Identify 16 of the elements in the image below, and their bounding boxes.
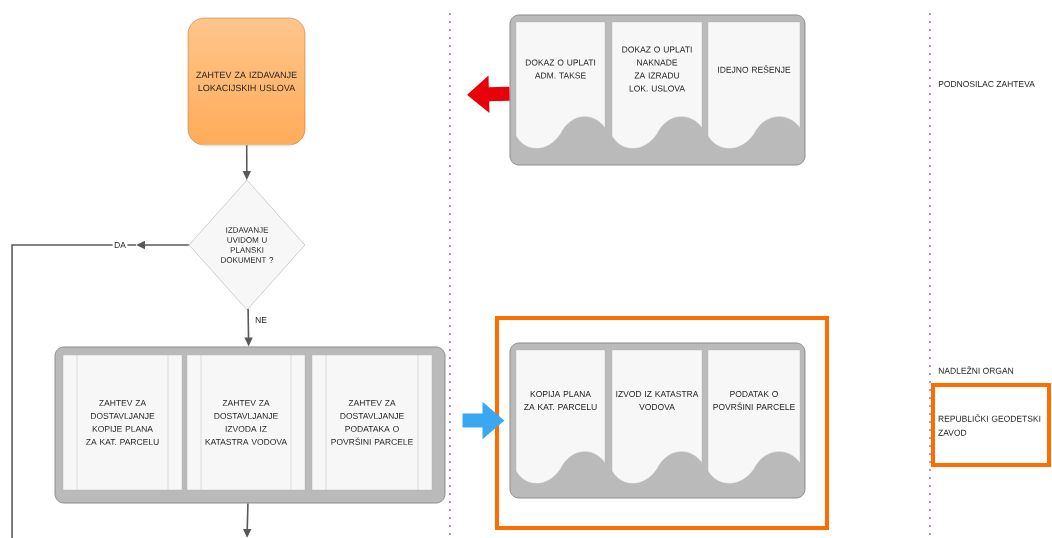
subprocess-box: ZAHTEV ZA DOSTAVLJANJE PODATAKA O POVRŠINI PARCELE <box>311 354 433 491</box>
subprocess-box: ZAHTEV ZA DOSTAVLJANJE IZVODA IZ KATASTRA VODOVA <box>186 354 306 491</box>
document-card: DOKAZ O UPLATI NAKNADE ZA IZRADU LOK. USLOVA <box>611 21 703 149</box>
start-box: ZAHTEV ZA IZDAVANJE LOKACIJSKIH USLOVA <box>187 17 306 146</box>
highlight-frame <box>495 316 829 530</box>
subprocess-box: ZAHTEV ZA DOSTAVLJANJE KOPIJE PLANA ZA KAT. PARCELU <box>62 354 183 491</box>
edge-label: DA <box>112 240 128 250</box>
document-card: IZVOD IZ KATASTRA VODOVA <box>611 349 703 484</box>
highlighted-box: REPUBLIČKI GEODETSKI ZAVOD <box>931 383 1051 467</box>
edge-label: NE <box>253 315 269 325</box>
lane-label: NADLEŽNI ORGAN <box>938 366 1014 374</box>
document-card: PODATAK O POVRŠINI PARCELE <box>707 349 801 484</box>
document-card: KOPIJA PLANA ZA KAT. PARCELU <box>515 349 606 484</box>
document-card: IDEJNO REŠENJE <box>707 21 801 149</box>
document-card: DOKAZ O UPLATI ADM. TAKSE <box>515 21 606 149</box>
lane-label: PODNOSILAC ZAHTEVA <box>938 81 1035 87</box>
